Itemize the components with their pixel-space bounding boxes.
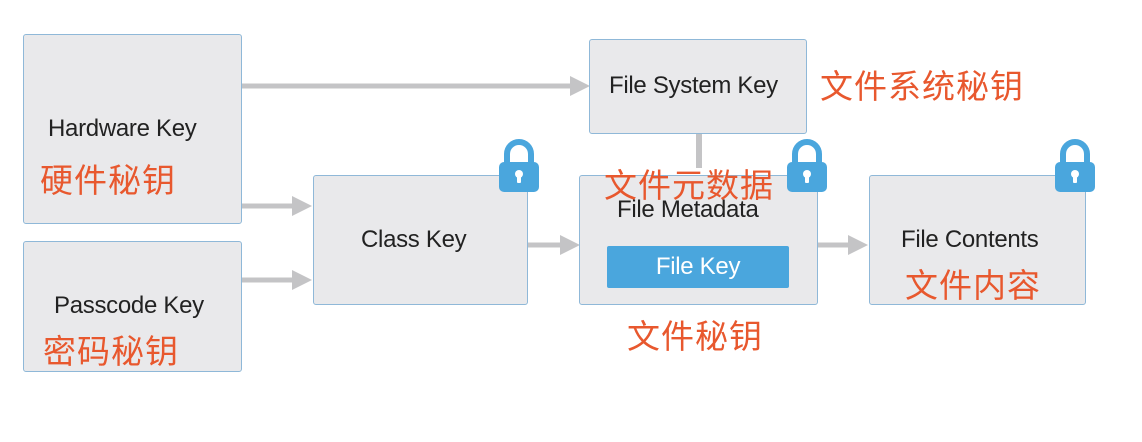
hardware-key-label: Hardware Key	[48, 115, 197, 142]
file-contents-label-cn: 文件内容	[905, 266, 1041, 305]
file-contents-label: File Contents	[901, 226, 1039, 253]
class-key-box	[313, 175, 528, 305]
class-key-label: Class Key	[361, 226, 467, 253]
passcode-key-box	[23, 241, 242, 372]
lock-icon	[787, 139, 827, 192]
file-contents-box	[869, 175, 1086, 305]
file-system-key-label: File System Key	[609, 72, 778, 99]
file-system-key-box	[589, 39, 807, 134]
lock-icon	[499, 139, 539, 192]
hardware-key-box	[23, 34, 242, 224]
file-system-key-label-cn: 文件系统秘钥	[820, 67, 1024, 106]
lock-icon	[1055, 139, 1095, 192]
file-metadata-label-cn: 文件元数据	[604, 166, 774, 205]
passcode-key-label: Passcode Key	[54, 292, 204, 319]
file-metadata-label: File Metadata	[617, 196, 759, 223]
file-key-label-cn: 文件秘钥	[627, 317, 763, 356]
file-key-badge: File Key	[607, 246, 789, 288]
hardware-key-label-cn: 硬件秘钥	[40, 161, 176, 200]
passcode-key-label-cn: 密码秘钥	[43, 332, 179, 371]
